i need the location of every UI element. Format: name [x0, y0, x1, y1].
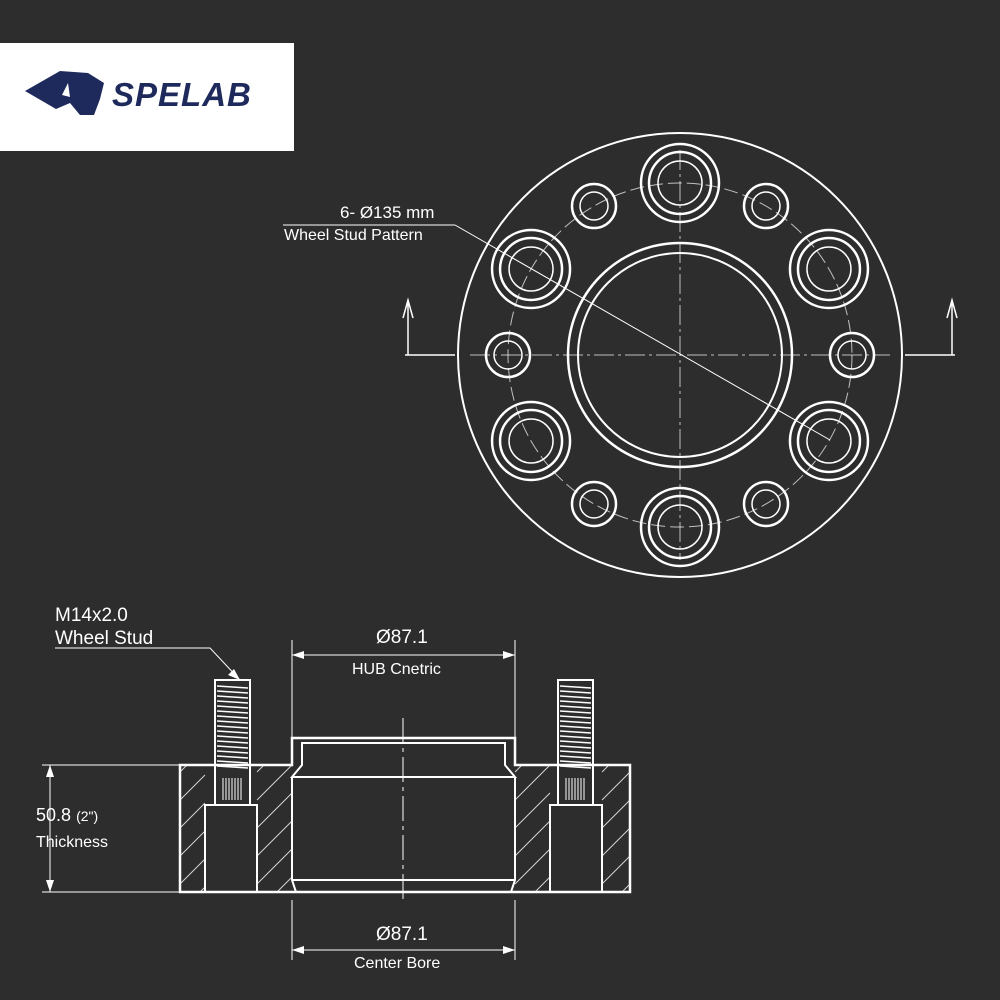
- lug-hole: [742, 480, 790, 528]
- brand-name: SPELAB: [112, 76, 252, 113]
- hub-label: HUB Cnetric: [352, 661, 441, 678]
- stud-hole: [490, 400, 572, 482]
- lug-hole: [484, 331, 532, 379]
- stud-spec: M14x2.0: [55, 605, 128, 626]
- stud-hole: [788, 228, 870, 310]
- thickness-value: 50.8 (2"): [36, 805, 98, 826]
- thickness-inch: (2"): [76, 808, 99, 824]
- stud-label: Wheel Stud: [55, 628, 154, 649]
- stud-pattern-label: Wheel Stud Pattern: [284, 227, 423, 244]
- bore-label: Center Bore: [354, 955, 441, 972]
- stud-hole: [639, 486, 721, 568]
- lug-hole: [570, 480, 618, 528]
- stud-hole: [639, 142, 721, 224]
- thickness-label: Thickness: [36, 834, 109, 851]
- bore-diameter: Ø87.1: [376, 924, 428, 945]
- thickness-mm: 50.8: [36, 805, 72, 825]
- stud-pattern-value: 6- Ø135 mm: [340, 203, 435, 222]
- stud-hole: [490, 228, 572, 310]
- spacer-top-view: [283, 132, 958, 578]
- panther-logo-icon: [25, 71, 104, 115]
- stud-hole: [788, 400, 870, 482]
- hub-diameter: Ø87.1: [376, 627, 428, 648]
- lug-hole: [570, 182, 618, 230]
- spelab-logo: SPELAB: [0, 43, 294, 151]
- spacer-side-view: [42, 640, 632, 960]
- lug-hole: [742, 182, 790, 230]
- lug-hole: [828, 331, 876, 379]
